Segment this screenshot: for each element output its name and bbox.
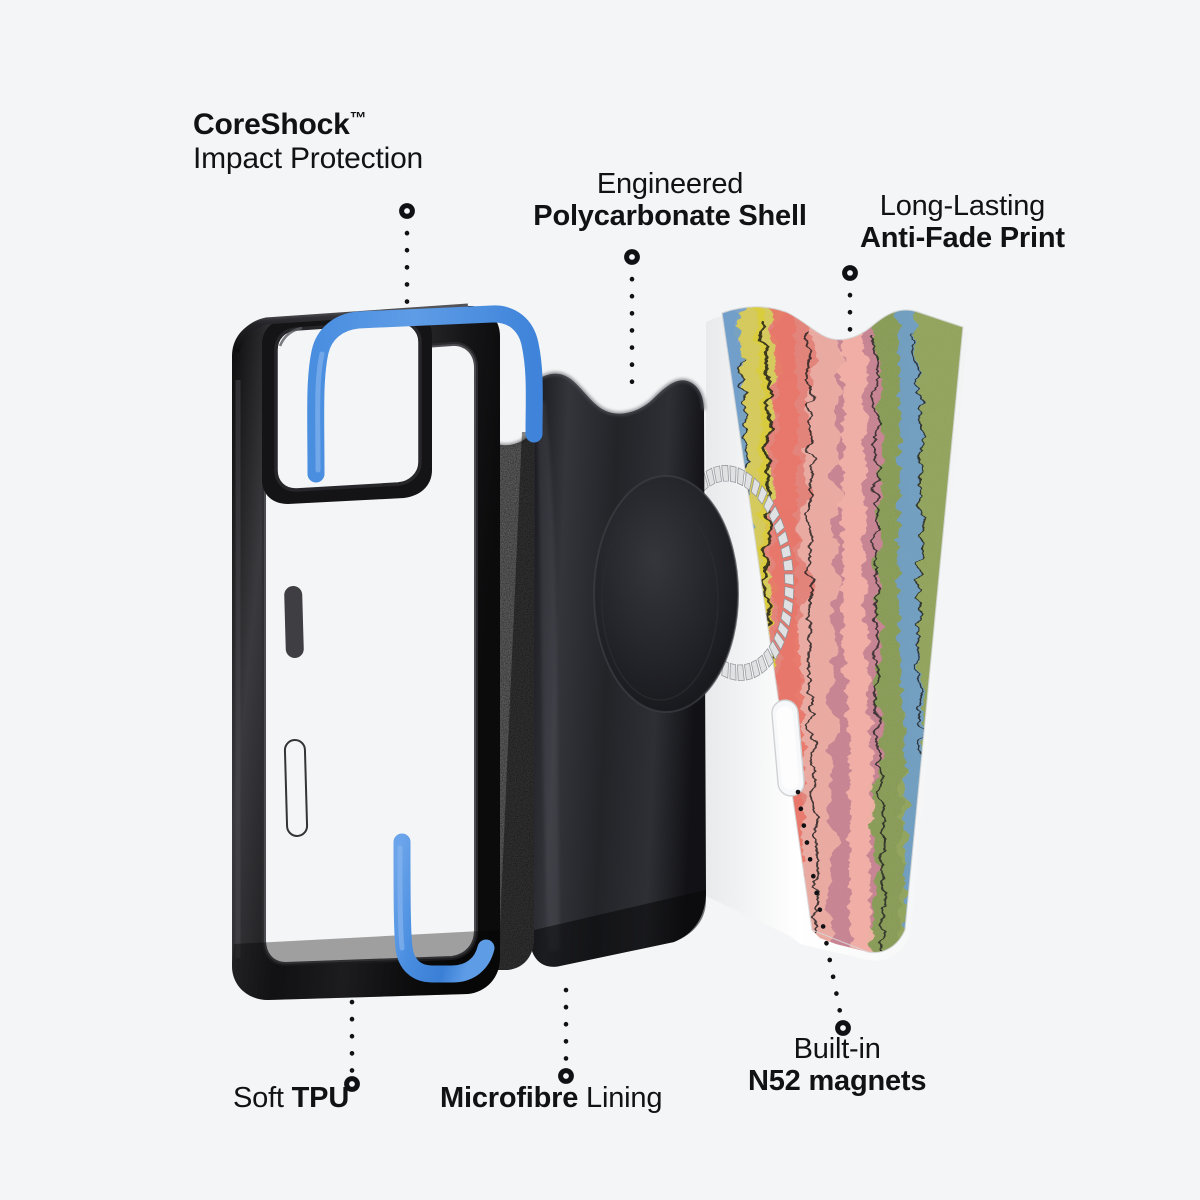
label-antifade-line2: Anti-Fade Print bbox=[860, 222, 1065, 255]
tpu-button-cutouts bbox=[283, 586, 309, 837]
label-polycarbonate: Engineered Polycarbonate Shell bbox=[533, 168, 807, 233]
label-n52-line2: N52 magnets bbox=[748, 1065, 927, 1098]
magnet-segment bbox=[782, 598, 794, 614]
magnet-segment bbox=[780, 609, 792, 628]
label-coreshock-line2: Impact Protection bbox=[193, 141, 424, 175]
printed-back-panel-layer bbox=[706, 306, 968, 961]
marker-coreshock bbox=[399, 203, 415, 219]
label-antifade-line1: Long-Lasting bbox=[879, 190, 1046, 222]
label-n52: Built-in N52 magnets bbox=[748, 1033, 927, 1098]
label-polycarbonate-line1: Engineered bbox=[596, 168, 744, 200]
marker-tpu bbox=[344, 1076, 360, 1092]
leader-lines bbox=[349, 213, 853, 1081]
label-tpu-regular: Soft bbox=[233, 1082, 292, 1114]
magnet-segment bbox=[744, 662, 753, 681]
label-microfibre: Microfibre Lining bbox=[440, 1082, 662, 1114]
marker-microfibre bbox=[558, 1068, 574, 1084]
magnet-segment bbox=[777, 530, 789, 547]
magnet-segment bbox=[744, 471, 753, 491]
magnet-segment bbox=[713, 465, 722, 484]
side-button-cutout bbox=[771, 699, 805, 797]
label-microfibre-bold: Microfibre bbox=[440, 1082, 579, 1114]
magnet-segment bbox=[750, 477, 761, 498]
magnet-segment bbox=[773, 631, 785, 651]
magnet-segment bbox=[773, 517, 785, 535]
camera-cutout bbox=[262, 309, 432, 504]
label-coreshock: CoreShock™ Impact Protection bbox=[193, 108, 423, 175]
magnet-segment bbox=[721, 465, 729, 482]
magnet-segment bbox=[737, 664, 745, 681]
label-n52-line1: Built-in bbox=[793, 1033, 881, 1065]
magnet-segment bbox=[729, 663, 737, 681]
leader-end-markers bbox=[344, 203, 858, 1092]
magnet-segment bbox=[784, 585, 795, 600]
label-tpu-bold: TPU bbox=[291, 1082, 350, 1114]
marker-antifade bbox=[842, 265, 858, 281]
magnet-segment bbox=[763, 494, 775, 514]
magnet-segment bbox=[777, 620, 789, 640]
trademark-symbol: ™ bbox=[349, 108, 367, 128]
label-coreshock-line1: CoreShock™ bbox=[193, 108, 367, 141]
magnet-segment bbox=[782, 558, 794, 572]
magnet-segment bbox=[768, 640, 780, 661]
magnet-segment bbox=[768, 505, 780, 524]
label-tpu: Soft TPU bbox=[233, 1082, 349, 1114]
magnet-segment bbox=[763, 648, 775, 668]
magnet-segment bbox=[757, 484, 768, 505]
leader-n52 bbox=[795, 789, 845, 1025]
label-microfibre-regular: Lining bbox=[578, 1082, 663, 1114]
marker-n52 bbox=[835, 1020, 851, 1036]
marker-polycarbonate bbox=[624, 249, 640, 265]
label-polycarbonate-line2: Polycarbonate Shell bbox=[533, 200, 807, 233]
magnet-segment bbox=[705, 467, 716, 487]
magnet-segment bbox=[750, 659, 761, 679]
tpu-bumper-frame-layer bbox=[232, 303, 543, 1000]
magnet-segment bbox=[729, 465, 737, 483]
magnet-segment bbox=[780, 544, 792, 559]
label-antifade: Long-Lasting Anti-Fade Print bbox=[860, 190, 1065, 255]
magnet-segment bbox=[737, 467, 745, 487]
magnet-segment bbox=[757, 654, 768, 675]
magnet-segment bbox=[784, 573, 795, 586]
